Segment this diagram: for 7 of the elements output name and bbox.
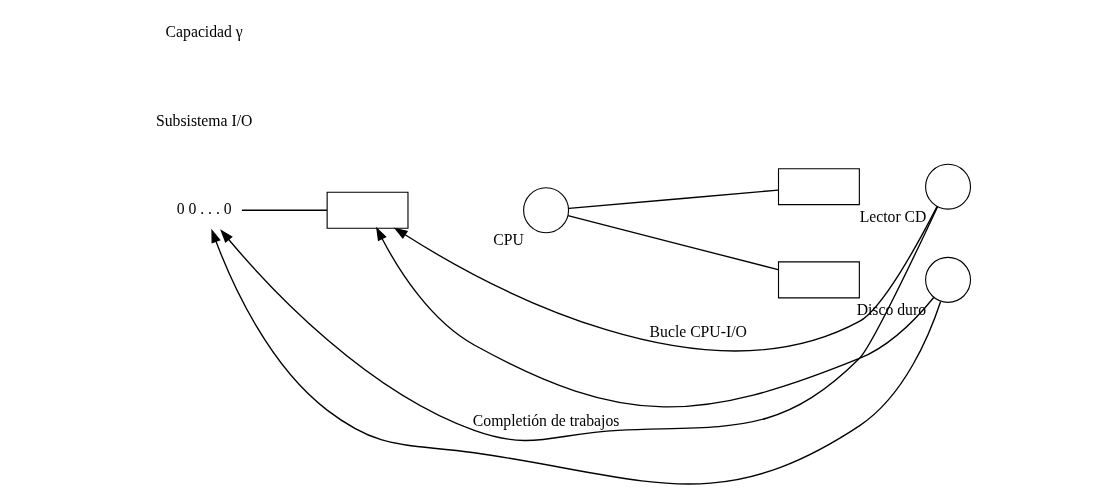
- label: Subsistema I/O: [155, 111, 252, 129]
- node-label: Lector CD: [859, 207, 926, 225]
- node-label: CPU: [492, 231, 524, 249]
- edge-label: Completión de trabajos: [472, 412, 619, 430]
- edge-label: Bucle CPU-I/O: [649, 323, 747, 341]
- node-text: 0 0 . . . 0: [176, 200, 232, 218]
- label: Capacidad γ: [165, 23, 243, 41]
